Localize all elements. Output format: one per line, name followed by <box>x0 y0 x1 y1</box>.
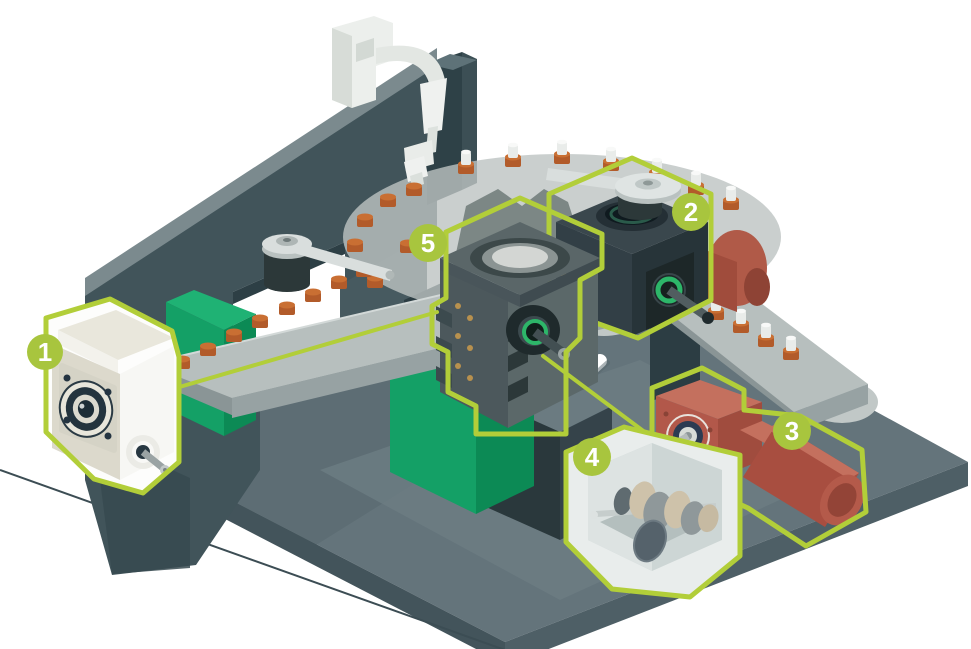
puck <box>279 301 295 315</box>
puck <box>347 238 363 252</box>
cam-disc-5 <box>680 501 706 535</box>
puck <box>331 275 347 289</box>
cam-disc-1 <box>613 487 633 515</box>
indexer-bolt-1 <box>455 303 461 309</box>
pick-arm-cylinder-base <box>264 276 310 292</box>
indexer-band-1 <box>508 376 528 402</box>
indexer-bolt-5 <box>455 363 461 369</box>
pick-arm-tip <box>385 270 395 280</box>
wall-top-face <box>85 48 437 298</box>
badge-number: 3 <box>785 416 799 446</box>
gearbox2-arm-hub-center <box>643 180 653 186</box>
badge-number: 4 <box>585 442 600 472</box>
puck <box>406 182 422 196</box>
gearbox2-shaft <box>666 286 709 320</box>
robot-gripper <box>404 156 428 196</box>
indexer-top-edge-right <box>520 258 600 307</box>
robot-body-panel <box>356 38 374 62</box>
puck <box>357 213 373 227</box>
gearbox1-top-slab <box>58 310 174 360</box>
connector-line-1-to-5 <box>174 310 439 390</box>
indexer-ring-inner <box>492 246 548 268</box>
gearbox1-shaft <box>140 449 166 471</box>
badge-number: 5 <box>421 228 435 258</box>
component-1-outline <box>43 296 182 496</box>
indexer-bolt-2 <box>467 315 473 321</box>
robot-upper-arm <box>420 78 447 134</box>
gearbox1-bolt-3 <box>63 416 71 424</box>
gearbox1-bolt-2 <box>104 388 112 396</box>
pick-arm-hub-center <box>283 238 291 242</box>
puck <box>380 193 396 207</box>
flange-center-dot <box>79 403 85 409</box>
component-1-white-worm-gearbox[interactable] <box>43 296 182 496</box>
front-disc-rim <box>633 519 667 563</box>
indexer-shaft <box>532 328 565 356</box>
cam-disc-6 <box>698 504 719 533</box>
gearbox4-front-disc <box>633 519 667 563</box>
gearbox2-shaft-tip <box>702 312 714 324</box>
motor3-box-top <box>656 380 762 419</box>
motor3-end-inner <box>827 483 857 517</box>
badge-circle[interactable] <box>672 193 710 231</box>
component-4-outline <box>563 424 743 600</box>
badge-circle[interactable] <box>409 224 447 262</box>
puck <box>200 342 216 356</box>
puck <box>226 328 242 342</box>
capped-puck <box>505 142 521 167</box>
puck <box>305 288 321 302</box>
motor3-end-cap <box>819 474 865 526</box>
callout-badge-1[interactable]: 1 <box>27 334 63 370</box>
callout-badge-5[interactable]: 5 <box>409 224 447 262</box>
robot-body-shade <box>332 28 352 108</box>
gearbox1-bolt-1 <box>63 374 71 382</box>
indexer-top-edge-left <box>440 258 520 307</box>
pick-arm-bar <box>280 238 392 281</box>
gearbox2-top-cylinder-base <box>618 204 662 220</box>
gearbox4-shaft-tip <box>590 511 598 519</box>
front-disc-dark <box>634 520 666 562</box>
badge-circle[interactable] <box>573 438 611 476</box>
component-2-dark-indexing-gearbox[interactable] <box>546 155 714 341</box>
motor3-bolt-1 <box>663 411 669 417</box>
connector-lines <box>174 310 652 438</box>
indexer-tab-1 <box>436 306 452 328</box>
platform-seam <box>0 469 506 649</box>
aux-motor-end <box>744 268 770 306</box>
badge-circle[interactable] <box>27 334 63 370</box>
robot-arm <box>332 16 447 172</box>
capped-puck <box>554 139 570 164</box>
badge-circle[interactable] <box>773 412 811 450</box>
badge-number: 1 <box>38 337 52 367</box>
indexer-bolt-6 <box>467 375 473 381</box>
gearbox1-bolt-4 <box>104 432 112 440</box>
component-5-central-rotary-indexer[interactable] <box>429 195 605 437</box>
gearbox1-flange-rings <box>58 380 114 438</box>
callout-badge-4[interactable]: 4 <box>573 438 611 476</box>
pick-arm-cylinder <box>264 250 310 284</box>
robot-shoulder-link <box>376 45 446 92</box>
indexer-bolt-3 <box>455 333 461 339</box>
conveyor-front-edge <box>794 384 868 432</box>
badge-number: 2 <box>684 197 698 227</box>
gearbox1-top-band <box>58 330 118 374</box>
motor3-bolt-2 <box>707 427 713 433</box>
callout-badge-3[interactable]: 3 <box>773 412 811 450</box>
connector-line-5-to-4 <box>541 354 652 438</box>
component-5-outline <box>429 195 605 437</box>
indexer-bolt-4 <box>467 345 473 351</box>
left-pick-arm-unit <box>262 234 395 292</box>
green-block-top <box>166 290 256 330</box>
callout-badge-2[interactable]: 2 <box>672 193 710 231</box>
puck <box>252 314 268 328</box>
gearbox2-flange-ring <box>652 273 686 307</box>
